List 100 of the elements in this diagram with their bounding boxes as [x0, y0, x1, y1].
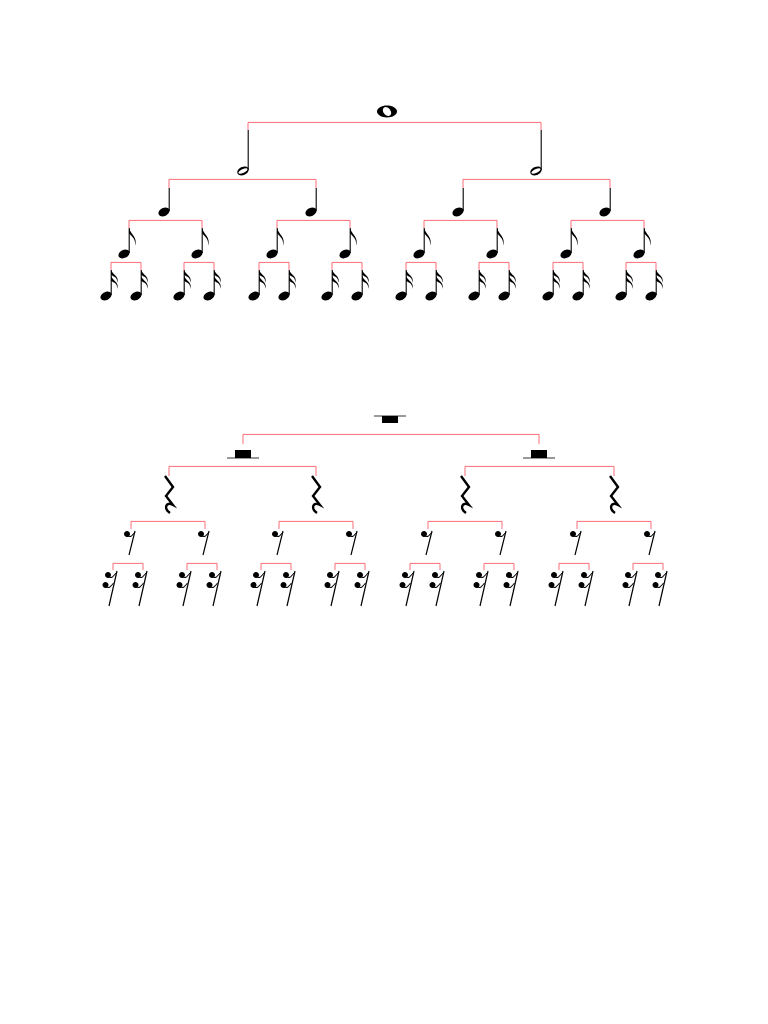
bracket-line: [242, 466, 317, 477]
bracket-line: [334, 563, 354, 571]
sixteenth-note: [542, 269, 560, 301]
bracket-line: [462, 220, 498, 229]
bracket-line: [625, 262, 645, 271]
bracket-line: [128, 220, 170, 229]
bracket-line: [632, 563, 652, 571]
sixteenth-rest: [280, 570, 296, 607]
bracket-line: [423, 220, 464, 229]
bracket-line: [247, 179, 317, 189]
sixteenth-rest: [250, 570, 266, 607]
bracket-line: [110, 262, 130, 271]
bracket-line: [130, 563, 144, 571]
bracket-line: [496, 262, 510, 271]
bracket-line: [168, 179, 249, 189]
eighth-note: [486, 227, 504, 259]
quarter-rest: [164, 475, 175, 514]
quarter-rest: [609, 475, 620, 514]
whole-note: [377, 105, 397, 118]
bracket-line: [609, 220, 645, 229]
sixteenth-rest: [429, 570, 445, 607]
sixteenth-rest: [354, 570, 370, 607]
sixteenth-rest: [622, 570, 638, 607]
bracket-line: [260, 563, 280, 571]
eighth-rest: [272, 530, 284, 556]
bracket-line: [389, 434, 540, 445]
bracket-line: [276, 262, 290, 271]
bracket-line: [183, 262, 203, 271]
bracket-line: [242, 434, 391, 445]
bracket-line: [258, 262, 278, 271]
bracket-line: [331, 262, 351, 271]
bracket-line: [613, 521, 652, 530]
sixteenth-note: [645, 269, 663, 301]
eighth-note: [633, 227, 651, 259]
sixteenth-note: [173, 269, 191, 301]
sixteenth-note: [203, 269, 221, 301]
bracket-line: [186, 563, 206, 571]
bracket-line: [168, 220, 203, 229]
bracket-line: [201, 262, 215, 271]
eighth-note: [266, 227, 284, 259]
bracket-line: [128, 262, 142, 271]
sixteenth-rest: [324, 570, 340, 607]
bracket-line: [278, 563, 292, 571]
bracket-line: [558, 563, 578, 571]
bracket-line: [501, 563, 515, 571]
bracket-line: [427, 563, 441, 571]
bracket-line: [315, 521, 354, 530]
half-rest: [522, 450, 556, 459]
bracket-line: [405, 262, 425, 271]
sixteenth-rest: [473, 570, 489, 607]
half-note: [530, 129, 542, 176]
quarter-note: [599, 187, 611, 217]
sixteenth-note: [395, 269, 413, 301]
bracket-line: [483, 563, 503, 571]
bracket-line: [315, 220, 351, 229]
bracket-line: [168, 521, 206, 530]
sixteenth-note: [498, 269, 516, 301]
bracket-line: [409, 563, 429, 571]
eighth-rest: [124, 530, 136, 556]
bracket-line: [464, 521, 503, 530]
bracket-line: [478, 262, 498, 271]
eighth-note: [118, 227, 136, 259]
bracket-line: [540, 179, 611, 189]
bracket-line: [349, 262, 363, 271]
bracket-line: [576, 521, 615, 530]
sixteenth-note: [615, 269, 633, 301]
sixteenth-note: [130, 269, 148, 301]
eighth-note: [339, 227, 357, 259]
bracket-line: [570, 262, 584, 271]
eighth-rest: [644, 530, 656, 556]
bracket-line: [278, 521, 317, 530]
bracket-line: [576, 563, 590, 571]
bracket-line: [464, 466, 540, 477]
eighth-rest: [198, 530, 210, 556]
eighth-rest: [421, 530, 433, 556]
sixteenth-rest: [206, 570, 222, 607]
sixteenth-rest: [132, 570, 148, 607]
bracket-line: [204, 563, 218, 571]
bracket-line: [650, 563, 664, 571]
half-rest: [226, 450, 260, 459]
sixteenth-rest: [176, 570, 192, 607]
eighth-rest: [495, 530, 507, 556]
quarter-rest: [460, 475, 471, 514]
sixteenth-rest: [503, 570, 519, 607]
whole-rest: [373, 415, 407, 423]
sixteenth-note: [248, 269, 266, 301]
sixteenth-rest: [399, 570, 415, 607]
eighth-rest: [570, 530, 582, 556]
bracket-line: [552, 262, 572, 271]
half-note: [237, 129, 249, 176]
quarter-note: [305, 187, 317, 217]
eighth-note: [413, 227, 431, 259]
sixteenth-rest: [548, 570, 564, 607]
bracket-line: [427, 521, 466, 530]
sixteenth-rest: [578, 570, 594, 607]
sixteenth-note: [425, 269, 443, 301]
bracket-line: [247, 122, 388, 131]
quarter-rest: [311, 475, 322, 514]
sixteenth-note: [351, 269, 369, 301]
bracket-line: [352, 563, 366, 571]
